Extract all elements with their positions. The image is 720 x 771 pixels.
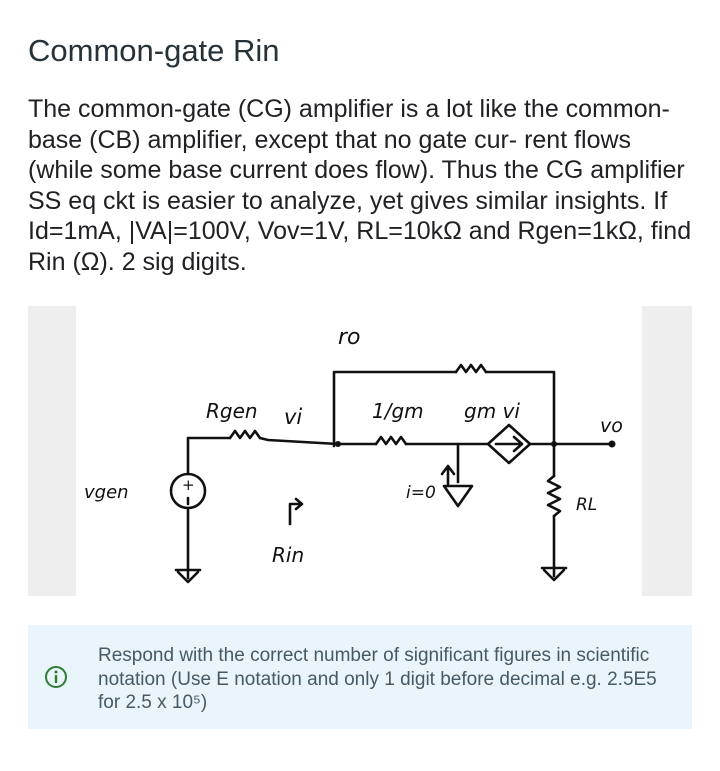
vgen-ground xyxy=(174,568,202,584)
circuit-diagram: ro Rgen vi 1/gm gm vi vo vgen + i=0 RL R… xyxy=(76,306,642,596)
gate-current-arrow xyxy=(440,464,456,486)
info-box: Respond with the correct number of signi… xyxy=(28,625,692,729)
rl-label: RL xyxy=(576,495,597,515)
circuit-figure-container: ro Rgen vi 1/gm gm vi vo vgen + i=0 RL R… xyxy=(28,306,692,596)
question-title: Common-gate Rin xyxy=(28,33,280,68)
gate-ground xyxy=(442,484,474,508)
wire-to-vi xyxy=(258,436,340,446)
info-text: Respond with the correct number of signi… xyxy=(98,645,657,713)
dep-source-arrow xyxy=(494,435,524,453)
rin-arrow xyxy=(288,497,304,526)
i-zero-label: i=0 xyxy=(406,483,436,503)
vi-node xyxy=(335,441,341,447)
ro-label: ro xyxy=(338,325,361,350)
vi-label: vi xyxy=(284,405,302,429)
rgen-label: Rgen xyxy=(206,399,258,423)
inv-gm-label: 1/gm xyxy=(372,399,424,423)
info-circle-icon xyxy=(45,666,67,688)
rl-resistor xyxy=(546,474,562,518)
question-text: The common-gate (CG) amplifier is a lot … xyxy=(28,95,692,276)
rl-node xyxy=(551,441,557,447)
vgen-label: vgen xyxy=(84,482,129,503)
ro-loop-wire xyxy=(332,370,458,448)
vo-node xyxy=(608,440,616,448)
vgen-plus-label: + xyxy=(182,476,195,494)
rin-label: Rin xyxy=(272,543,304,567)
circuit-svg: ro Rgen vi 1/gm gm vi vo vgen + i=0 RL R… xyxy=(84,325,623,584)
ro-resistor xyxy=(454,363,488,374)
inv-gm-resistor xyxy=(374,435,408,446)
ro-loop-wire-right xyxy=(484,370,556,446)
vo-label: vo xyxy=(600,415,623,437)
gmvi-label: gm vi xyxy=(464,399,520,423)
rgen-resistor xyxy=(228,429,262,440)
rl-ground xyxy=(540,566,568,582)
